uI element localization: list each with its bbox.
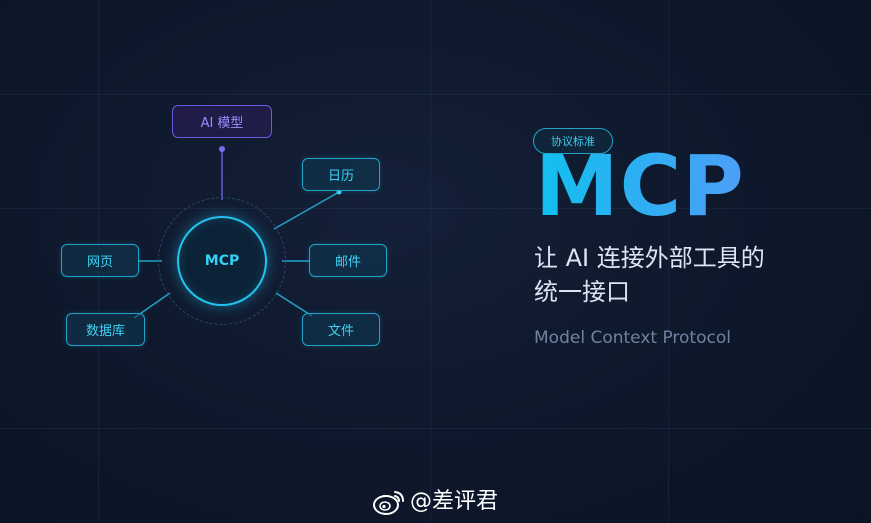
subtitle-line-2: 统一接口 (534, 278, 630, 306)
grid-line (0, 94, 871, 95)
hub-outer-ring (158, 197, 286, 325)
english-subtitle: Model Context Protocol (534, 328, 731, 348)
grid-line (430, 0, 431, 523)
ai-model-node: AI 模型 (172, 105, 272, 138)
grid-line (668, 0, 669, 523)
file-label: 文件 (327, 324, 354, 339)
webpage-label: 网页 (86, 255, 113, 270)
calendar-node: 日历 (302, 158, 380, 191)
watermark-text: @差评君 (410, 489, 499, 514)
database-label: 数据库 (85, 324, 125, 339)
email-node: 邮件 (309, 244, 387, 277)
connector-dot-ai-model (219, 146, 225, 152)
file-node: 文件 (302, 313, 380, 346)
connector-calendar (273, 191, 340, 230)
mcp-hub: MCP (177, 216, 267, 306)
grid-line (0, 428, 871, 429)
weibo-icon (373, 491, 404, 515)
connector-file (275, 292, 313, 317)
webpage-node: 网页 (61, 244, 139, 277)
protocol-standard-badge: 协议标准 (533, 128, 613, 154)
hub-label: MCP (204, 253, 240, 269)
email-label: 邮件 (334, 255, 361, 270)
ai-model-label: AI 模型 (200, 116, 244, 131)
watermark: @差评君 (372, 486, 498, 518)
subtitle-line-1: 让 AI 连接外部工具的 (534, 244, 765, 272)
calendar-label: 日历 (327, 169, 354, 184)
database-node: 数据库 (66, 313, 145, 346)
grid-line (0, 208, 871, 209)
